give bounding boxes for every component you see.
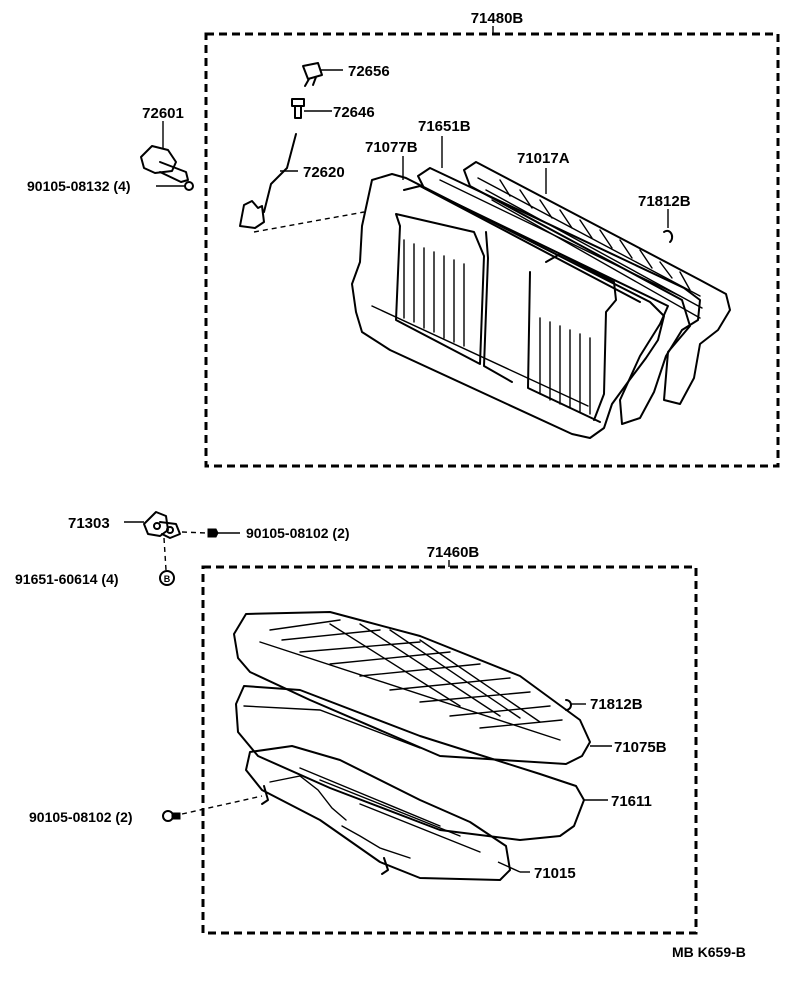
label-90105-08102-cushion: 90105-08102 (2)	[29, 809, 133, 825]
bolt-90105-08102-hinge	[207, 528, 240, 538]
cushion-pad-71611	[235, 685, 608, 841]
lock-72601	[140, 121, 194, 191]
label-71017a: 71017A	[517, 150, 570, 167]
bolt-72646	[291, 98, 332, 119]
cushion-cover-71075b	[233, 611, 612, 765]
label-71303: 71303	[68, 515, 110, 532]
seat-back-frame-71017a	[463, 161, 731, 405]
label-71015: 71015	[534, 865, 576, 882]
nut-91651-60614: B	[159, 570, 175, 586]
drawing-code: MB K659-B	[672, 944, 746, 960]
label-71651b: 71651B	[418, 118, 471, 135]
label-72601: 72601	[142, 105, 184, 122]
label-71812b-top: 71812B	[638, 193, 691, 210]
seat-cushion-assembly-box	[201, 565, 698, 935]
label-71812b-bottom: 71812B	[590, 696, 643, 713]
hinge-71303	[124, 511, 207, 571]
bolt-72656	[302, 62, 343, 87]
cushion-frame-71015	[245, 745, 530, 881]
label-72646: 72646	[333, 104, 375, 121]
seat-back-cover-71077b	[351, 156, 665, 439]
bolt-90105-08102-cushion	[162, 795, 263, 822]
svg-text:B: B	[164, 574, 171, 584]
label-71611: 71611	[611, 793, 652, 810]
label-90105-08102-hinge: 90105-08102 (2)	[246, 525, 350, 541]
clip-71812b-top	[663, 209, 674, 243]
label-71460b: 71460B	[427, 544, 480, 561]
label-71480b: 71480B	[471, 10, 524, 27]
label-72620: 72620	[303, 164, 345, 181]
label-71075b: 71075B	[614, 739, 667, 756]
clip-71812b-bottom	[565, 699, 586, 711]
label-91651-60614: 91651-60614 (4)	[15, 571, 119, 587]
label-72656: 72656	[348, 63, 390, 80]
seat-back-pad-71651b	[417, 136, 701, 425]
label-90105-08132: 90105-08132 (4)	[27, 178, 131, 194]
seat-back-assembly-box	[204, 32, 780, 468]
label-71077b: 71077B	[365, 139, 418, 156]
lock-rod-72620	[239, 133, 365, 233]
